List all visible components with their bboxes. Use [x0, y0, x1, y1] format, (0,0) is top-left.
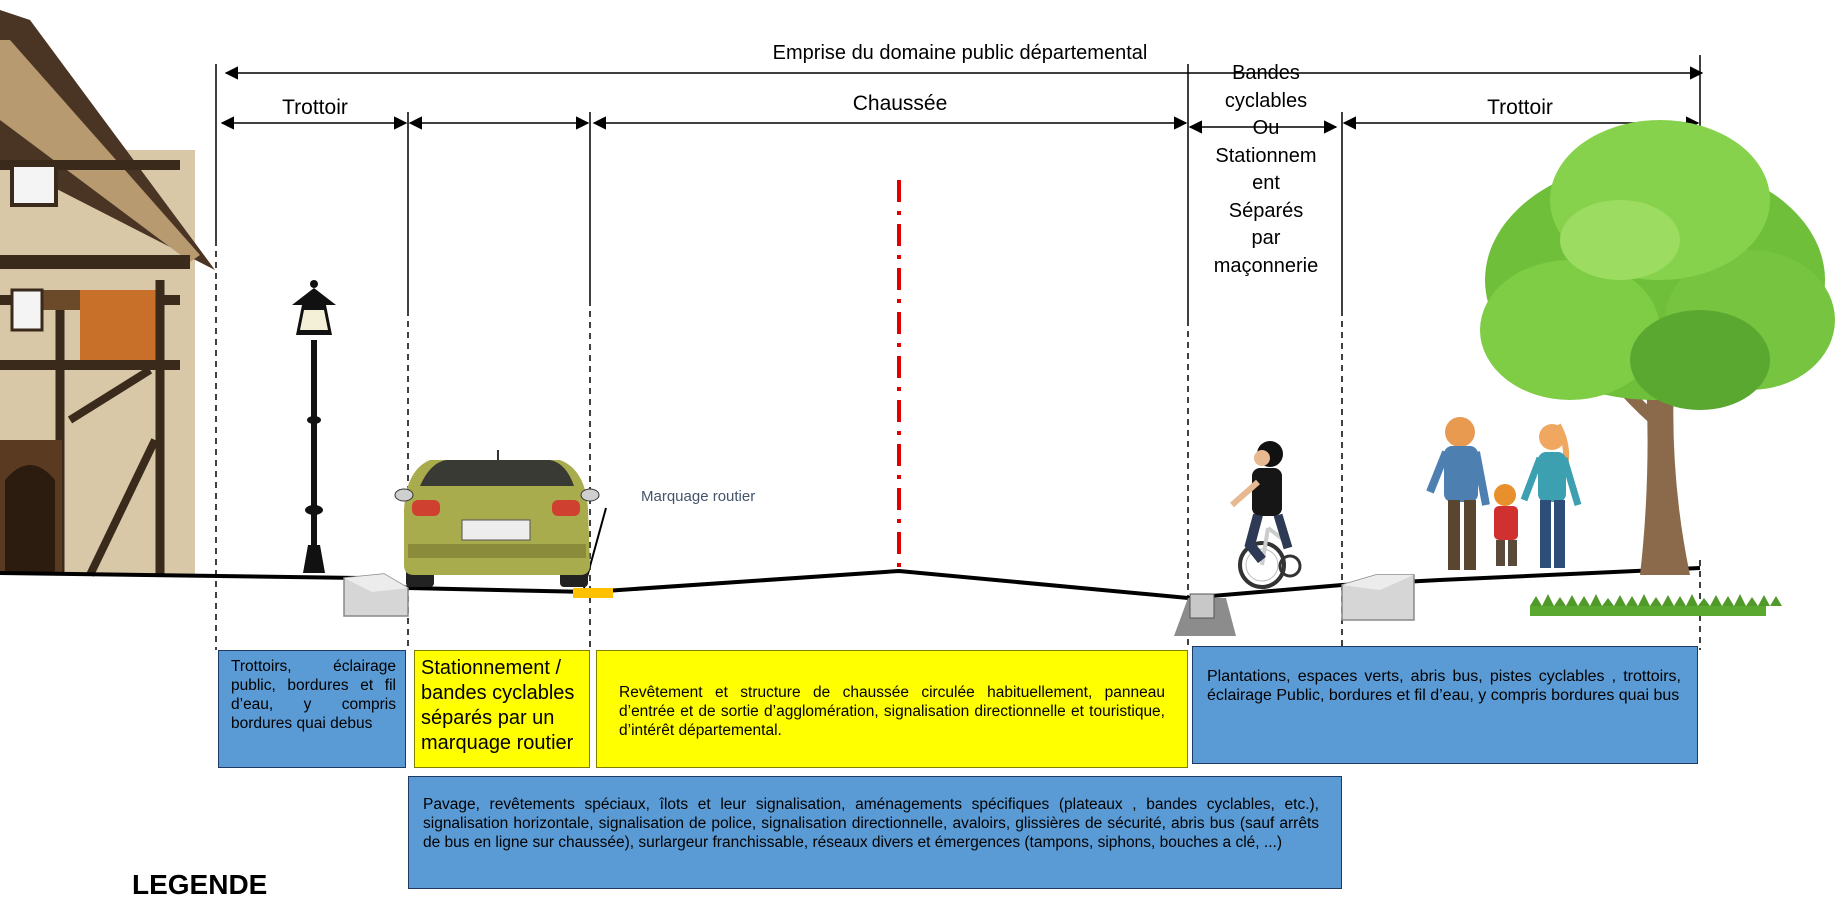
bandes-line-6: Séparés [1228, 199, 1304, 222]
emprise-label: Emprise du domaine public départemental [772, 42, 1148, 64]
bandes-line-5: ent [1252, 172, 1280, 194]
half-timbered-house-illustration [0, 10, 215, 577]
tree-illustration [1480, 120, 1835, 616]
chaussee-box: Revêtement et structure de chaussée circ… [596, 650, 1188, 768]
bandes-line-8: maçonnerie [1213, 254, 1319, 277]
street-lamp-illustration [292, 280, 336, 573]
cyclist-illustration [1230, 441, 1302, 589]
trottoir-left-label: Trottoir [282, 96, 348, 119]
road-profile-line [0, 566, 1701, 601]
bandes-line-2: cyclables [1224, 89, 1308, 112]
car-illustration [394, 450, 600, 587]
bandes-line-7: par [1251, 227, 1281, 249]
trottoir-right-label: Trottoir [1487, 96, 1553, 119]
marquage-routier-label: Marquage routier [641, 488, 756, 505]
bandes-line-4: Stationnem [1215, 144, 1317, 167]
right-curb [1341, 574, 1415, 621]
road-marking [573, 588, 613, 598]
bandes-cyclables-label: Bandes cyclables Ou Stationnem ent Sépar… [1190, 60, 1342, 280]
bandes-line-3: Ou [1252, 117, 1280, 139]
trottoirs-box: Trottoirs, éclairage public, bordures et… [218, 650, 406, 768]
legend-title: LEGENDE [132, 869, 268, 900]
pavage-box: Pavage, revêtements spéciaux, îlots et l… [408, 776, 1342, 889]
bandes-line-1: Bandes [1232, 62, 1300, 84]
stationnement-box: Stationnement / bandes cyclables séparés… [414, 650, 590, 768]
chaussee-label: Chaussée [852, 92, 948, 115]
family-illustration [1426, 417, 1582, 570]
left-curb [343, 573, 409, 617]
plantations-box: Plantations, espaces verts, abris bus, p… [1192, 646, 1698, 764]
median-curb [1174, 593, 1236, 636]
